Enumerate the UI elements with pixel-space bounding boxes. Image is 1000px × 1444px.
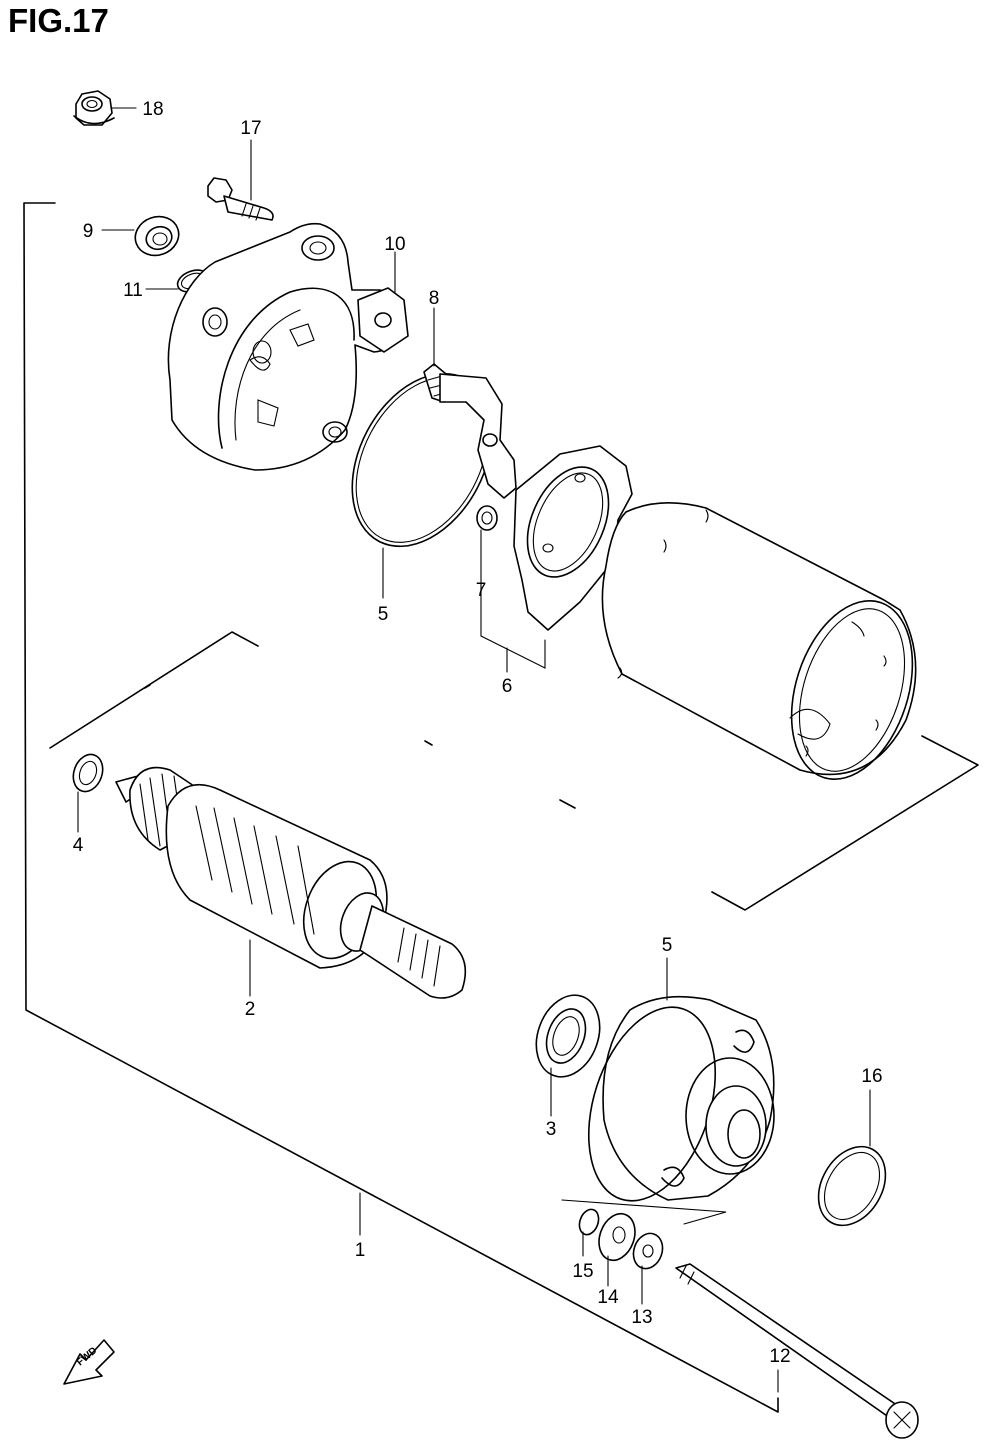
- yoke-housing-part[interactable]: [601, 502, 933, 795]
- callout-9: 9: [83, 221, 94, 242]
- callout-1: 1: [355, 1240, 366, 1261]
- callout-5-upper: 5: [378, 604, 389, 625]
- figure-title: FIG.17: [8, 2, 109, 39]
- callout-labels: 18 17 9 11 10 8 5 7 6 4 2 5 3 16 1 15 14…: [73, 99, 883, 1367]
- callout-12: 12: [769, 1346, 790, 1367]
- callout-14: 14: [597, 1287, 619, 1308]
- callout-4: 4: [73, 835, 84, 856]
- armature-washer-part[interactable]: [68, 750, 107, 795]
- brush-bracket-part[interactable]: [357, 287, 409, 353]
- callout-8: 8: [429, 288, 440, 309]
- callout-11: 11: [123, 280, 143, 301]
- callout-2: 2: [245, 999, 256, 1020]
- through-bolt-part[interactable]: [675, 1263, 919, 1439]
- callout-16: 16: [861, 1066, 882, 1087]
- callout-6: 6: [502, 676, 513, 697]
- callout-17: 17: [240, 118, 261, 139]
- small-o-ring-part[interactable]: [576, 1207, 602, 1238]
- callout-7: 7: [476, 580, 487, 601]
- washer-part[interactable]: [593, 1209, 641, 1266]
- callout-3: 3: [546, 1119, 557, 1140]
- rear-end-cover-part[interactable]: [167, 222, 405, 471]
- callout-15: 15: [572, 1261, 593, 1282]
- brush-holder-part[interactable]: [439, 373, 517, 531]
- callout-5-lower: 5: [662, 935, 673, 956]
- front-end-cover-part[interactable]: [566, 991, 775, 1217]
- flange-nut-part[interactable]: [73, 90, 115, 126]
- leader-lines: [77, 107, 871, 1393]
- seal-part[interactable]: [130, 211, 184, 262]
- subassembly-outline: [49, 631, 979, 911]
- brush-plate-part[interactable]: [512, 445, 633, 631]
- oil-seal-part[interactable]: [525, 986, 610, 1085]
- bolt-part[interactable]: [207, 177, 274, 221]
- o-ring-front-part[interactable]: [805, 1135, 899, 1238]
- washer-guide-line: [561, 1199, 727, 1225]
- callout-13: 13: [631, 1307, 652, 1328]
- armature-part[interactable]: [115, 766, 467, 999]
- assembly-bracket-outline: [23, 202, 779, 1413]
- callout-18: 18: [142, 99, 163, 120]
- callout-10: 10: [384, 234, 405, 255]
- fwd-arrow-icon: FWD: [63, 1339, 115, 1385]
